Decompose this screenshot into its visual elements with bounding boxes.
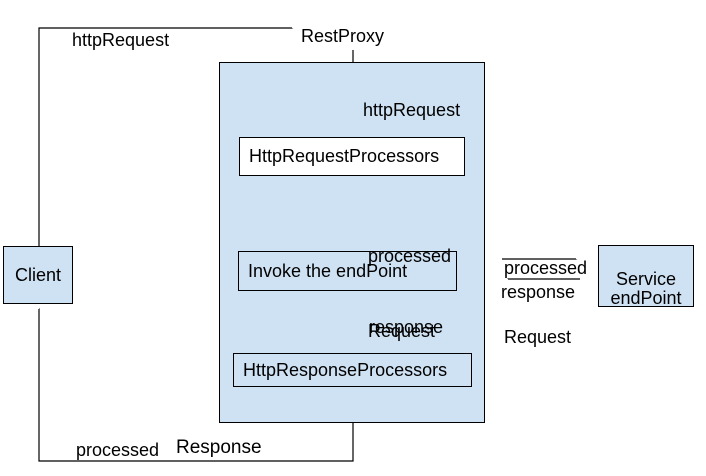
response-inner-edge-label: response bbox=[369, 317, 444, 337]
processed-request-inner-line2: Request bbox=[368, 321, 436, 341]
invoke-endpoint-node: Invoke the endPoint bbox=[238, 251, 457, 291]
http-response-processors-label: HttpResponseProcessors bbox=[243, 359, 448, 380]
httprequest-inner-edge-label: httpRequest bbox=[363, 100, 461, 120]
client-node-label: Client bbox=[14, 264, 62, 285]
restproxy-title-label: RestProxy bbox=[301, 26, 385, 46]
processed-request-right-line1: processed bbox=[504, 258, 588, 278]
service-endpoint-node: Service endPoint bbox=[598, 245, 694, 308]
client-node: Client bbox=[3, 246, 73, 304]
processed-bottom-edge-label: processed bbox=[76, 440, 160, 460]
http-request-processors-node: HttpRequestProcessors bbox=[239, 137, 465, 176]
http-response-processors-node: HttpResponseProcessors bbox=[233, 353, 472, 387]
service-endpoint-label-line1: Service bbox=[615, 269, 677, 289]
http-request-processors-label: HttpRequestProcessors bbox=[249, 146, 440, 166]
processed-request-inner-line1: processed bbox=[368, 246, 452, 266]
rest-proxy-container-box bbox=[219, 62, 485, 423]
response-bottom-edge-label: Response bbox=[176, 437, 262, 458]
httprequest-top-edge-label: httpRequest bbox=[72, 30, 170, 50]
service-endpoint-label-line2: endPoint bbox=[610, 288, 682, 308]
processed-request-inner-edge-label: processed Request bbox=[368, 194, 451, 394]
invoke-endpoint-label: Invoke the endPoint bbox=[248, 260, 408, 281]
processed-request-right-line2: Request bbox=[504, 327, 572, 347]
edge-client-to-restproxy bbox=[38, 27, 292, 246]
processed-request-right-edge-label: processed Request bbox=[504, 211, 587, 395]
edge-responseprocessors-to-client bbox=[38, 309, 354, 462]
response-right-edge-label: response bbox=[501, 282, 576, 302]
